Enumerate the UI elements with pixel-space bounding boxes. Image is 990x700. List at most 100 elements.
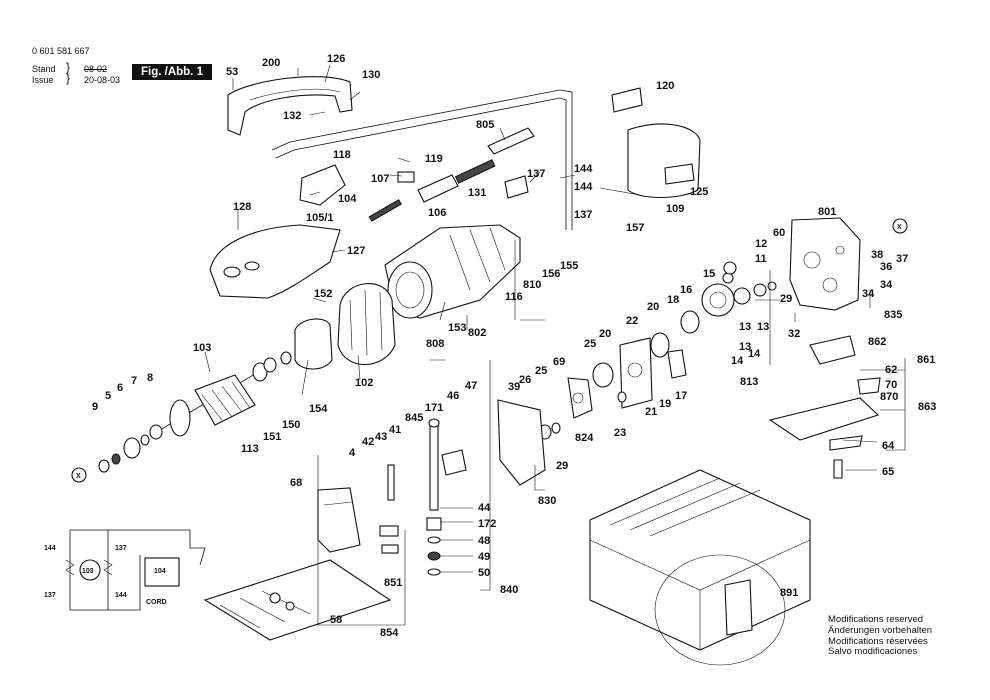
callout-label: 144 — [574, 163, 593, 175]
callout-label: 107 — [371, 173, 389, 185]
callout-label: 131 — [468, 187, 486, 199]
callout-label: 6 — [117, 382, 123, 394]
leader-lines: X X — [71, 64, 908, 626]
callout-label: 109 — [666, 203, 684, 215]
callout-label: 25 — [535, 365, 547, 377]
issue-label: Issue — [32, 75, 54, 85]
callout-label: 801 — [818, 206, 836, 218]
callout-label: 870 — [880, 391, 898, 403]
stand-value: 08-02 — [84, 64, 108, 74]
plunger-parts — [497, 377, 593, 486]
callout-label: 150 — [282, 419, 300, 431]
callout-label: 137 — [527, 168, 545, 180]
callout-label: 18 — [667, 294, 679, 306]
callout-label: 830 — [538, 495, 556, 507]
callout-label: 15 — [703, 268, 715, 280]
wiring-label: CORD — [146, 599, 167, 606]
callout-label: 13 — [739, 341, 751, 353]
notice-line: Änderungen vorbehalten — [828, 624, 933, 636]
callout-label: 16 — [680, 284, 692, 296]
callout-label: 9 — [92, 401, 98, 413]
callout-label: 25 — [584, 338, 596, 350]
notice-line: Modifications reserved — [828, 614, 924, 625]
field-coil — [337, 283, 396, 366]
cord-assembly — [271, 89, 573, 230]
callout-label: 19 — [659, 398, 671, 410]
gear-train — [592, 261, 777, 409]
callout-label: 14 — [748, 348, 761, 360]
fan-guide — [294, 318, 333, 370]
callout-label: 104 — [338, 193, 357, 205]
callout-label: 172 — [478, 518, 496, 530]
callout-label: 32 — [788, 328, 800, 340]
callout-label: 37 — [896, 253, 908, 265]
callout-label: 20 — [647, 301, 659, 313]
figure-tag: Fig. /Abb. 1 — [132, 64, 212, 80]
callout-label: 153 — [448, 322, 466, 334]
callout-label: 824 — [575, 432, 594, 444]
callout-label: 200 — [262, 57, 280, 69]
blade-guard — [611, 87, 701, 198]
callout-label: 891 — [780, 587, 798, 599]
callout-label: 156 — [542, 268, 560, 280]
callout-label: 69 — [553, 356, 565, 368]
callout-label: 4 — [349, 447, 356, 459]
callout-label: 116 — [505, 291, 523, 303]
callout-label: 810 — [523, 279, 541, 291]
callout-label: 7 — [131, 375, 137, 387]
wiring-label: 103 — [82, 568, 94, 575]
callout-label: 47 — [465, 380, 477, 392]
callout-label: 5 — [105, 390, 111, 402]
callout-label: 34 — [880, 279, 893, 291]
wiring-label: 104 — [154, 568, 166, 575]
svg-text:X: X — [897, 224, 902, 231]
callout-label: 50 — [478, 567, 490, 579]
motor-housing — [384, 224, 521, 319]
callout-label: 154 — [309, 403, 328, 415]
callout-label: 106 — [428, 207, 446, 219]
callout-label: 22 — [626, 315, 638, 327]
gear-housing — [789, 217, 861, 311]
wiring-label: 137 — [115, 545, 127, 552]
callout-label: 36 — [880, 261, 892, 273]
callout-label: 29 — [780, 293, 792, 305]
callout-label: 65 — [882, 466, 894, 478]
callout-label: 157 — [626, 222, 644, 234]
callout-label: 70 — [885, 379, 897, 391]
callout-label: 854 — [380, 627, 399, 639]
callout-label: 813 — [740, 376, 758, 388]
brace-icon: } — [66, 71, 71, 85]
callout-label: 113 — [241, 443, 259, 455]
callout-label: 14 — [731, 355, 744, 367]
callout-label: 805 — [476, 119, 494, 131]
callout-label: 103 — [193, 342, 211, 354]
base-plate — [768, 335, 881, 479]
blade-holder-assembly — [203, 418, 467, 641]
carrying-case — [589, 469, 811, 666]
callout-label: 102 — [355, 377, 373, 389]
callout-label: 144 — [574, 181, 593, 193]
callout-label: 155 — [560, 260, 578, 272]
callout-label: 60 — [773, 227, 785, 239]
callout-label: 68 — [290, 477, 302, 489]
callout-label: 64 — [882, 440, 895, 452]
stand-label: Stand — [32, 64, 56, 74]
wiring-label: 144 — [44, 545, 56, 552]
callout-label: 151 — [263, 431, 281, 443]
callout-label: 152 — [314, 288, 332, 300]
callout-label: 835 — [884, 309, 902, 321]
callout-label: 861 — [917, 354, 935, 366]
callout-label: 39 — [508, 381, 520, 393]
callout-label: 119 — [425, 153, 443, 165]
callout-label: 11 — [755, 253, 767, 265]
callout-label: 863 — [918, 401, 936, 413]
callout-label: 43 — [375, 431, 387, 443]
callout-label: 62 — [885, 364, 897, 376]
callout-label: 120 — [656, 80, 674, 92]
notice-line: Modifications réservées — [828, 635, 928, 647]
wiring-label: 144 — [115, 592, 127, 599]
modifications-notice: Modifications reserved Änderungen vorbeh… — [828, 614, 933, 658]
wiring-diagram: 144 137 137 144 103 104 CORD — [44, 529, 206, 611]
callout-label: 845 — [405, 412, 423, 424]
